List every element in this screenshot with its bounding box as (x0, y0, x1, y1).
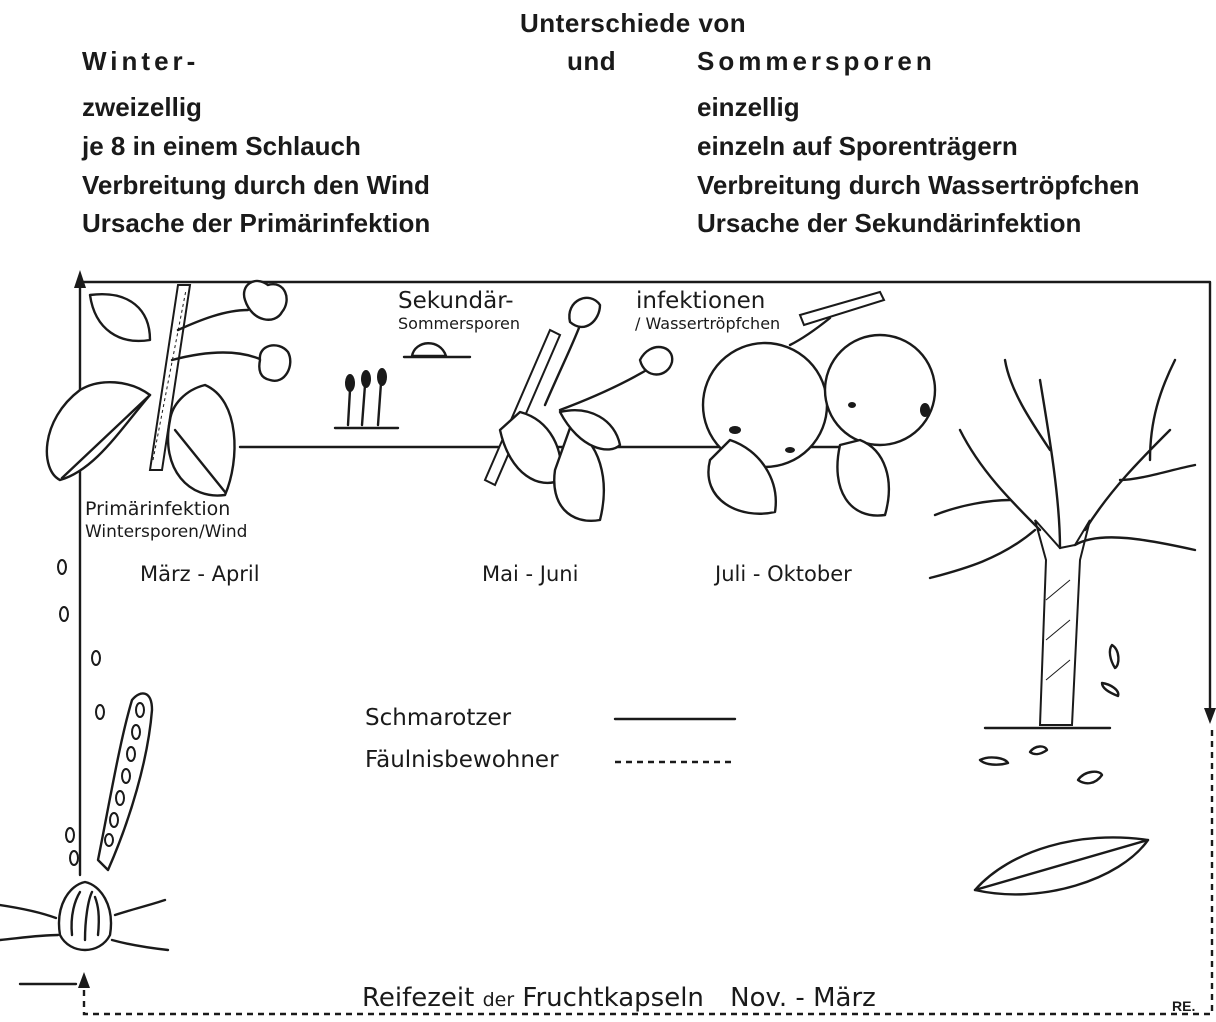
signature: RE. (1172, 998, 1195, 1014)
primary-infection-label: Primärinfektion (85, 498, 230, 520)
flowering-branch-illustration (47, 281, 290, 496)
apple-icon (825, 335, 935, 445)
arrow-down-icon (1204, 708, 1216, 724)
arrow-up-icon (78, 972, 90, 988)
primary-source-label: Wintersporen/Wind (85, 522, 247, 542)
season-july-october: Juli - Oktober (715, 562, 852, 586)
bare-tree-illustration (930, 360, 1195, 894)
legend-parasite-label: Schmarotzer (365, 705, 511, 731)
infections-label: infektionen (636, 288, 765, 314)
maturation-word: Reifezeit (362, 983, 474, 1013)
water-droplets-label: / Wassertröpfchen (635, 314, 780, 333)
legend-saprophyte-label: Fäulnisbewohner (365, 747, 559, 773)
season-may-june: Mai - Juni (482, 562, 578, 586)
secondary-label: Sekundär- (398, 288, 514, 314)
perithecium-illustration (0, 882, 168, 984)
maturation-period: Nov. - März (730, 983, 876, 1013)
maturation-article: der (483, 989, 515, 1011)
season-march-april: März - April (140, 562, 260, 586)
arrow-up-icon (74, 270, 86, 288)
ascus-illustration (98, 693, 152, 870)
maturation-object: Fruchtkapseln (522, 983, 703, 1013)
conidiophore-illustration (335, 343, 470, 428)
summer-spores-label: Sommersporen (398, 314, 520, 333)
maturation-label: Reifezeit der Fruchtkapseln Nov. - März (362, 983, 876, 1013)
